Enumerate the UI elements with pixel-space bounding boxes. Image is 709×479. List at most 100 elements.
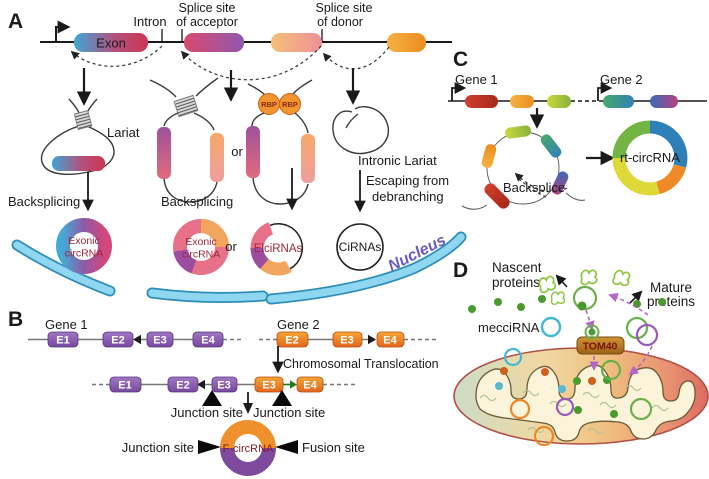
exonic-circrna-ring-1: Exonic circRNA (56, 218, 112, 274)
flanking-exon-bar (157, 127, 171, 179)
nascent-label-line1: Nascent (492, 260, 542, 275)
exon-box (376, 331, 405, 348)
panel-d-label: D (453, 259, 468, 282)
green-circrna-ring (584, 324, 600, 340)
svg-text:E2: E2 (176, 380, 189, 392)
import-dashed-arrow (628, 345, 653, 376)
pre-mrna-track: Exon Intron Splice site of acceptor Spli… (40, 1, 452, 81)
exon-box (465, 95, 498, 108)
flanking-exon-bar (210, 133, 224, 182)
exon-box (109, 376, 142, 393)
export-dashed-arrow (608, 293, 649, 316)
nascent-label-line2: proteins (492, 275, 540, 290)
exonic-circrna-ring-2: Exonic circRNA (173, 219, 229, 275)
svg-text:circRNA: circRNA (65, 248, 104, 260)
escaping-label-line1: Escaping from (366, 173, 449, 188)
fusion-site-label: Fusion site (302, 440, 365, 455)
svg-text:F-circRNA: F-circRNA (223, 443, 274, 455)
meccirna-label: mecciRNA (478, 320, 540, 335)
exon-segment (551, 171, 569, 195)
svg-text:E1: E1 (118, 380, 131, 392)
or-label: or (231, 144, 243, 159)
intron-label: Intron (133, 14, 166, 29)
junction-pointer-triangle (202, 390, 222, 406)
exon-box (146, 331, 174, 348)
flanking-exon-bar (246, 126, 260, 178)
panel-a-label: A (8, 10, 23, 33)
gene2-label: Gene 2 (600, 72, 643, 87)
exon-box (52, 156, 105, 171)
acceptor-label-line2: of acceptor (176, 15, 238, 29)
svg-text:E4: E4 (303, 380, 317, 392)
backsplicing-label: Backsplicing (161, 194, 233, 209)
intronic-lariat-label: Intronic Lariat (358, 153, 437, 168)
translocation-label: Chromosomal Translocation (283, 357, 439, 371)
lariat-label: Lariat (107, 125, 140, 140)
exon-segment (505, 125, 531, 139)
junction-pointer-triangle (198, 440, 221, 454)
transcription-start-arrow (597, 82, 613, 101)
mature-label-line2: proteins (647, 294, 695, 309)
junction-site-label: Junction site (253, 405, 325, 420)
right-arrowhead-green (290, 380, 297, 389)
panel-b: B Gene 1 Gene 2 E1 E2 E3 E4 (8, 308, 439, 476)
svg-text:TOM40: TOM40 (583, 341, 618, 353)
svg-text:RBP: RBP (261, 100, 277, 109)
panel-b-label: B (8, 308, 23, 331)
backsplice-dashed-arrow (514, 172, 568, 193)
nascent-protein-squiggles (538, 269, 631, 305)
exon-box (296, 376, 324, 393)
exon-box (102, 331, 134, 348)
svg-text:E3: E3 (262, 380, 275, 392)
flanking-exon-bar (301, 134, 315, 183)
tom40-box (576, 336, 625, 355)
panel-c: C Gene 1 Gene 2 Ba (448, 48, 707, 210)
cirna-circle: CiRNAs (336, 223, 384, 271)
exon-box (387, 33, 426, 52)
tom40-channel: TOM40 (576, 324, 625, 355)
nucleus-envelope-bands (11, 231, 467, 305)
exon-box (167, 376, 199, 393)
fusion-pointer-triangle (275, 440, 298, 454)
mature-arrow (629, 290, 643, 304)
gene1-label: Gene 1 (455, 72, 498, 87)
panel-d: D Nascent proteins Mature proteins mecci… (453, 259, 709, 447)
svg-text:CiRNAs: CiRNAs (339, 240, 382, 254)
svg-text:rt-circRNA: rt-circRNA (620, 150, 680, 165)
exon-box (510, 95, 534, 108)
junction-pointer-triangle (272, 390, 292, 406)
exon-box (547, 95, 571, 108)
rt-circrna-ring: rt-circRNA (612, 120, 688, 196)
backsplice-arc (180, 45, 322, 81)
f-circrna-ring: F-circRNA (220, 420, 276, 476)
right-arrowhead (368, 334, 376, 345)
left-arrowhead (133, 334, 141, 345)
exon-segment (540, 134, 562, 158)
gene1-track: E1 E2 E3 E4 (28, 331, 241, 348)
two-gene-track (448, 82, 707, 108)
green-dot (577, 301, 587, 311)
lariat-structure: Lariat (40, 98, 140, 175)
svg-text:E3: E3 (217, 380, 230, 392)
donor-label-line2: of donor (317, 15, 363, 29)
gene1-label: Gene 1 (45, 317, 88, 332)
exon-box (603, 95, 634, 108)
cyan-meccirna-ring (540, 316, 562, 338)
import-dashed-arrow (585, 309, 595, 331)
down-arrowhead (243, 403, 253, 414)
svg-text:E2: E2 (111, 335, 124, 347)
exon-box (332, 331, 363, 348)
svg-text:E4: E4 (201, 335, 215, 347)
exon-box (254, 376, 284, 393)
escaping-label-line2: debranching (372, 189, 444, 204)
svg-text:Exonic: Exonic (185, 236, 217, 248)
inner-matrix (475, 364, 696, 442)
svg-text:Exonic: Exonic (68, 235, 100, 247)
backsplice-label: Backsplice (503, 180, 565, 195)
rbp-circle (279, 93, 301, 115)
exon-segment (484, 183, 510, 209)
exon-box (74, 33, 148, 52)
mitochondrion (453, 347, 709, 447)
